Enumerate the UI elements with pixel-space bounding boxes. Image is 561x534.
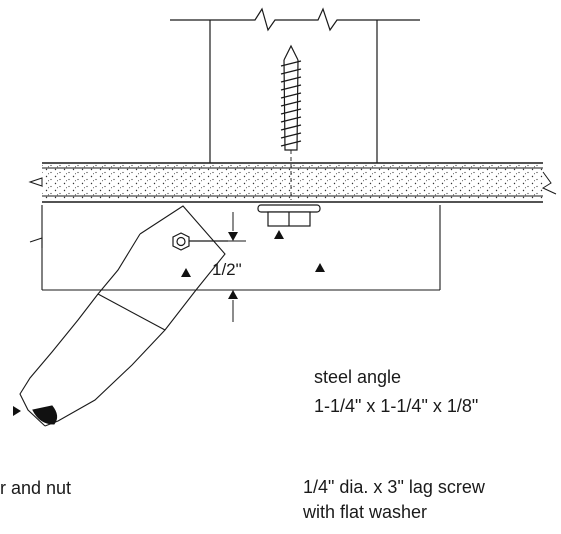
steel-angle-size-label: 1-1/4" x 1-1/4" x 1/8" [314, 396, 479, 416]
upper-post [170, 7, 420, 163]
lag-screw-washer-label: with flat washer [303, 502, 428, 522]
washer-nut-label: r and nut [0, 478, 72, 498]
sheathing-panel [28, 162, 557, 203]
triangle-arrow-icon [13, 230, 325, 416]
lag-screw-label: 1/4" dia. x 3" lag screw [303, 477, 485, 497]
diagonal-brace [19, 205, 226, 427]
washer-nut [257, 204, 321, 227]
steel-angle-label: steel angle [314, 367, 402, 387]
dimension-half-inch [200, 212, 246, 322]
hex-nut-icon [172, 232, 228, 251]
dimension-label: 1/2" [212, 260, 242, 279]
